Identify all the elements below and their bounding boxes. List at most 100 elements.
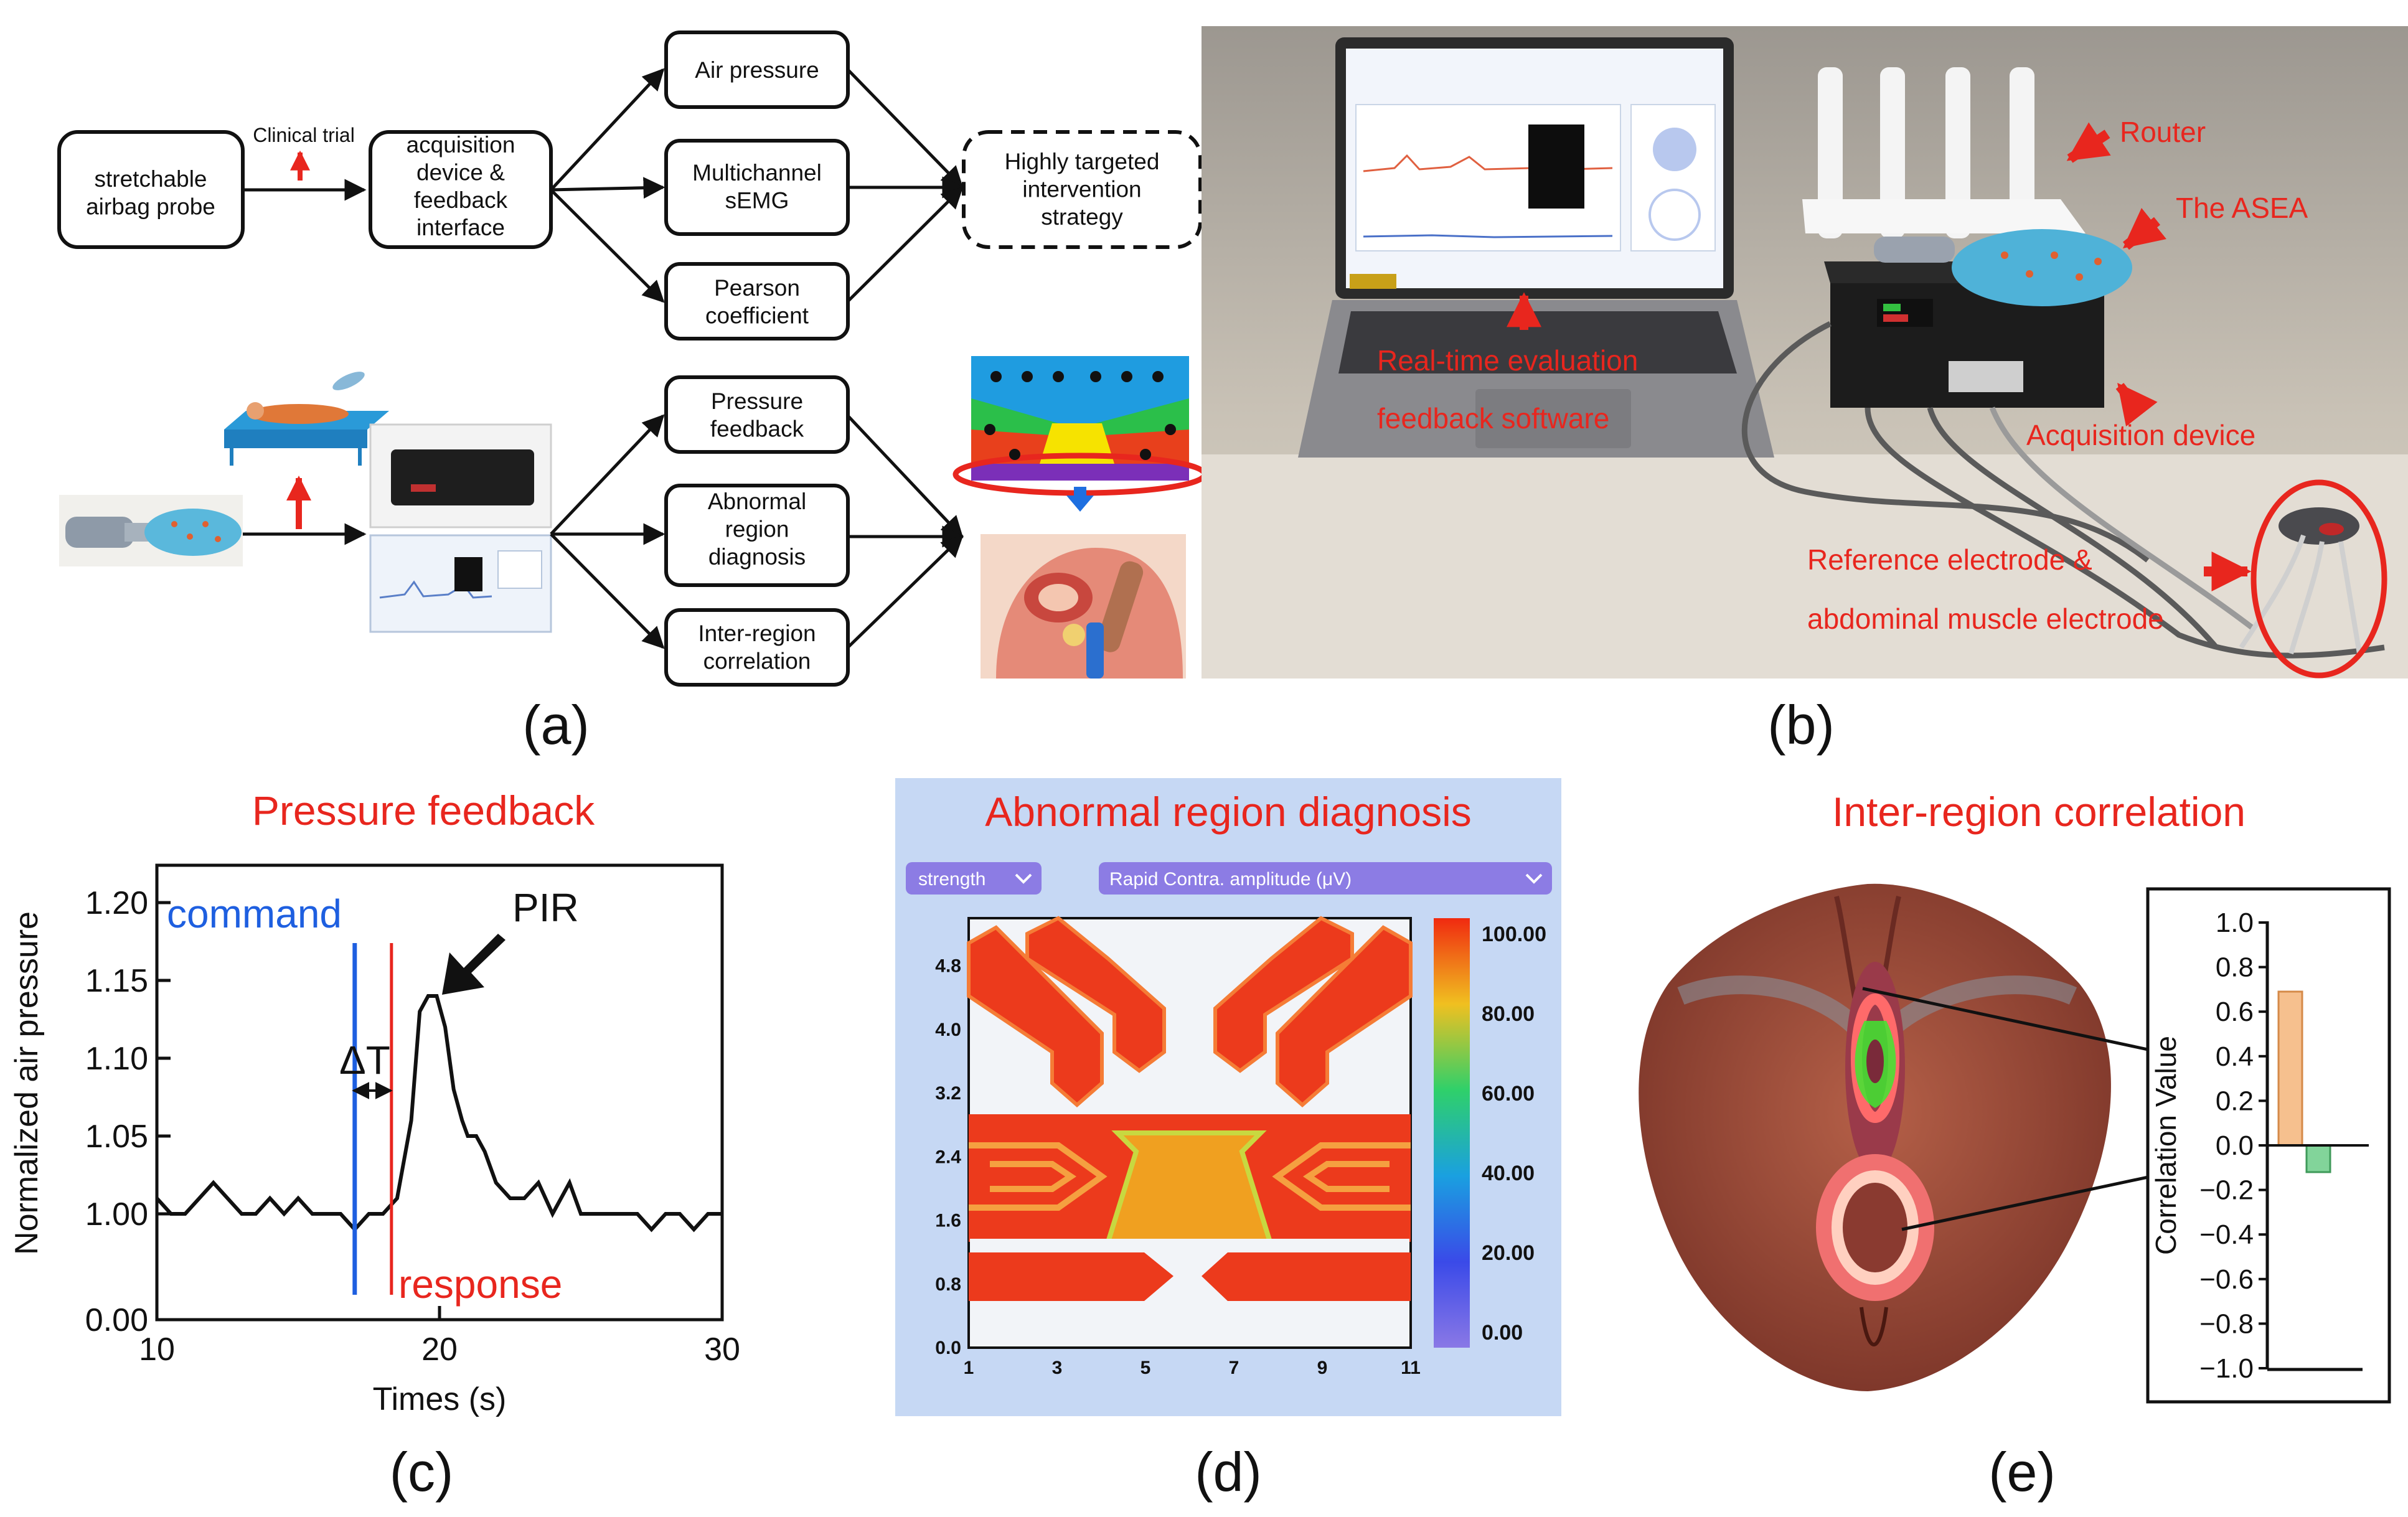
colorbar-tick: 100.00 [1482,923,1546,946]
panel-e: Inter-region correlation Correlation Val… [1639,789,2391,1503]
heatmap-y-tick: 0.0 [935,1338,961,1358]
arrow-to-pressure [550,414,665,535]
box-text-line: strategy [1041,204,1123,230]
corr-y-tick-label: 0.0 [2216,1130,2254,1161]
x-tick-label: 10 [139,1331,175,1368]
y-tick-label: 1.15 [85,963,148,999]
clinical-trial-label: Clinical trial [253,124,355,146]
box-text-line: coefficient [705,303,809,328]
metric-dropdown-label: Rapid Contra. amplitude (μV) [1109,869,1352,890]
box-text-line: Highly targeted [1005,149,1160,174]
arrow-pressure-result [847,415,964,538]
heatmap-colorbar [1434,918,1470,1348]
box-text-line: acquisition [407,132,515,157]
heatmap-x-tick: 9 [1317,1358,1328,1378]
heatmap-x-tick: 11 [1401,1358,1421,1378]
strength-dropdown-label: strength [918,869,985,890]
box-text-line: interface [416,215,505,240]
chart-d-title: Abnormal region diagnosis [985,789,1471,835]
chart-c-ylabel: Normalized air pressure [9,911,45,1255]
router-arrow [2066,122,2111,163]
pelvic-floor-model [1639,883,2111,1391]
colorbar-tick: 40.00 [1482,1162,1535,1185]
box-text-line: sEMG [725,187,789,213]
panel-a-label: (a) [522,694,590,756]
arrow-device-air [550,68,665,191]
metric-dropdown[interactable]: Rapid Contra. amplitude (μV) [1099,862,1552,895]
colorbar-tick: 0.00 [1482,1321,1523,1345]
heatmap-x-tick: 3 [1052,1358,1063,1378]
down-arrow-icon [1066,487,1094,512]
device-photo [369,423,552,528]
box-text-line: airbag probe [86,194,215,219]
asea-probe [1874,229,2132,306]
arrow-to-inter [550,533,665,649]
corr-y-tick-label: 1.0 [2216,908,2254,938]
colorbar-tick: 60.00 [1482,1082,1535,1106]
panel-d-label: (d) [1195,1441,1262,1503]
panel-d: Abnormal region diagnosis strength Rapid… [895,778,1561,1503]
chart-c-title: Pressure feedback [252,787,595,834]
heatmap-y-tick: 4.8 [935,956,961,977]
chart-e-title: Inter-region correlation [1832,789,2246,835]
strength-dropdown[interactable]: strength [906,862,1042,895]
router [1802,67,2086,238]
box-text-line: Abnormal [708,489,806,514]
box-text-line: correlation [703,648,811,674]
x-tick-label: 20 [421,1331,458,1368]
panel-b: Router The ASEA Real-time evaluation fee… [1202,26,2408,756]
corr-y-tick-label: 0.4 [2216,1041,2254,1072]
software-screenshot-thumb [369,534,552,633]
box-text-line: Pearson [714,275,800,301]
sensor-map-illustration [952,356,1208,496]
panel-e-label: (e) [1988,1441,2056,1503]
laptop [1298,37,1774,458]
x-tick-label: 30 [704,1331,740,1368]
response-label: response [398,1262,562,1307]
heatmap-y-tick: 0.8 [935,1274,961,1295]
electrode-label-line2: abdominal muscle electrode [1807,603,2164,635]
pelvic-anatomy-illustration [981,534,1186,679]
corr-y-tick-label: −0.8 [2199,1308,2254,1339]
y-tick-label: 1.10 [85,1041,148,1077]
correlation-bar [2305,1144,2331,1173]
heatmap-x-tick: 1 [964,1358,974,1378]
patient-bed-illustration [224,372,389,466]
reference-electrode [2239,507,2362,655]
asea-arrow [2123,208,2166,250]
box-text-line: intervention [1022,176,1141,202]
acquisition-device-label: Acquisition device [2026,419,2255,451]
heatmap-y-tick: 2.4 [935,1147,961,1167]
y-tick-label: 1.05 [85,1119,148,1155]
software-label-line2: feedback software [1377,402,1609,434]
box-text-line: Air pressure [695,57,819,83]
correlation-bar [2277,990,2303,1147]
probe-photo [59,495,243,566]
box-text-line: Multichannel [692,160,822,186]
delta-t-label: ΔT [339,1038,390,1083]
corr-y-tick-label: −0.2 [2199,1175,2254,1206]
pir-label: PIR [512,885,579,930]
electrode-cables [1741,321,2385,659]
command-label: command [167,891,342,936]
software-label-line1: Real-time evaluation [1377,344,1638,377]
corr-y-tick-label: −1.0 [2199,1353,2254,1384]
y-tick-label: 1.00 [85,1196,148,1233]
corr-y-tick-label: 0.2 [2216,1086,2254,1116]
box-text-line: device & [416,159,505,185]
panel-b-label: (b) [1767,694,1835,756]
y-tick-label: 0.00 [85,1302,148,1338]
asea-label: The ASEA [2176,192,2308,224]
